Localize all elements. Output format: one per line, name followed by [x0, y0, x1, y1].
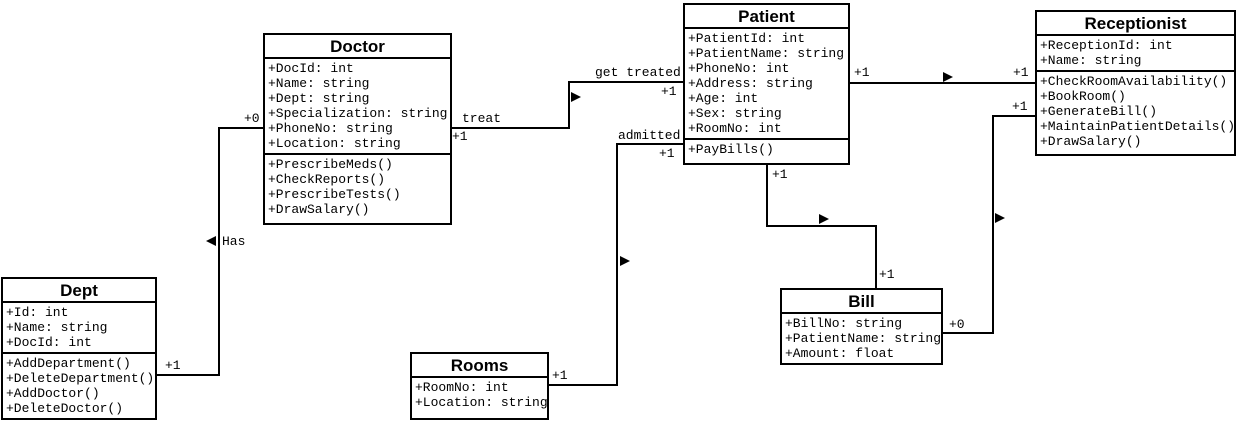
class-rooms[interactable]: Rooms +RoomNo: int +Location: string	[410, 352, 549, 420]
attribute-row: +ReceptionId: int	[1040, 38, 1173, 53]
attribute-row: +Location: string	[268, 136, 401, 151]
assoc-patient-bill-segment	[766, 225, 877, 227]
multiplicity-label: +1	[879, 267, 895, 282]
attribute-row: +Id: int	[6, 305, 69, 320]
assoc-patient-bill-segment	[766, 165, 768, 227]
method-row: +MaintainPatientDetails()	[1040, 119, 1236, 134]
method-row: +CheckRoomAvailability()	[1040, 74, 1228, 89]
class-title: Doctor	[330, 37, 385, 56]
attributes-compartment: +ReceptionId: int +Name: string	[1037, 34, 1234, 70]
association-name-label: Has	[222, 234, 246, 249]
method-row: +GenerateBill()	[1040, 104, 1158, 119]
assoc-doctor-patient-segment	[568, 81, 570, 129]
attributes-compartment: +DocId: int +Name: string +Dept: string …	[265, 57, 450, 153]
multiplicity-label: +1	[854, 65, 870, 80]
attributes-compartment: +PatientId: int +PatientName: string +Ph…	[685, 27, 848, 138]
assoc-dept-doctor-segment	[218, 127, 263, 129]
assoc-dept-doctor-segment	[157, 374, 220, 376]
attributes-compartment: +BillNo: string +PatientName: string +Am…	[782, 312, 941, 363]
multiplicity-label: +1	[452, 129, 468, 144]
multiplicity-label: +1	[661, 84, 677, 99]
attribute-row: +PatientId: int	[688, 31, 806, 46]
multiplicity-label: +0	[949, 317, 965, 332]
assoc-rooms-patient-segment	[616, 143, 683, 145]
method-row: +DeleteDepartment()	[6, 371, 155, 386]
class-patient[interactable]: Patient +PatientId: int +PatientName: st…	[683, 3, 850, 165]
method-row: +PayBills()	[688, 142, 774, 157]
attribute-row: +RoomNo: int	[688, 121, 782, 136]
class-dept[interactable]: Dept +Id: int +Name: string +DocId: int …	[1, 277, 157, 420]
class-title: Dept	[60, 281, 98, 300]
attribute-row: +Name: string	[1040, 53, 1142, 68]
class-title: Patient	[738, 7, 795, 26]
class-title: Rooms	[450, 356, 509, 375]
method-row: +AddDoctor()	[6, 386, 100, 401]
attribute-row: +PhoneNo: string	[268, 121, 393, 136]
attribute-row: +PatientName: string	[785, 331, 942, 346]
direction-arrow-icon	[571, 92, 581, 102]
attribute-row: +Location: string	[415, 395, 548, 410]
method-row: +DrawSalary()	[1040, 134, 1142, 149]
method-row: +AddDepartment()	[6, 356, 131, 371]
multiplicity-label: +1	[1013, 65, 1029, 80]
attribute-row: +Specialization: string	[268, 106, 448, 121]
direction-arrow-icon	[620, 256, 630, 266]
methods-compartment: +AddDepartment() +DeleteDepartment() +Ad…	[3, 352, 155, 418]
method-row: +PrescribeMeds()	[268, 157, 393, 172]
attribute-row: +BillNo: string	[785, 316, 903, 331]
direction-arrow-icon	[995, 213, 1005, 223]
direction-arrow-icon	[206, 236, 216, 246]
attribute-row: +Amount: float	[785, 346, 895, 361]
assoc-dept-doctor-segment	[218, 127, 220, 376]
assoc-bill-receptionist-segment	[992, 115, 1035, 117]
class-title: Receptionist	[1084, 14, 1187, 33]
assoc-patient-receptionist-segment	[850, 82, 1035, 84]
multiplicity-label: +1	[165, 358, 181, 373]
attribute-row: +Age: int	[688, 91, 759, 106]
multiplicity-label: +1	[659, 146, 675, 161]
method-row: +PrescribeTests()	[268, 187, 401, 202]
methods-compartment: +PayBills()	[685, 138, 848, 163]
attributes-compartment: +RoomNo: int +Location: string	[412, 376, 547, 418]
direction-arrow-icon	[819, 214, 829, 224]
assoc-patient-bill-segment	[875, 225, 877, 288]
multiplicity-label: +1	[552, 368, 568, 383]
association-role-label: admitted	[618, 128, 681, 143]
attribute-row: +PhoneNo: int	[688, 61, 790, 76]
association-role-label: treat	[462, 111, 502, 126]
method-row: +BookRoom()	[1040, 89, 1126, 104]
attribute-row: +Sex: string	[688, 106, 782, 121]
class-bill[interactable]: Bill +BillNo: string +PatientName: strin…	[780, 288, 943, 365]
assoc-doctor-patient-segment	[568, 81, 683, 83]
assoc-doctor-patient-segment	[452, 127, 570, 129]
direction-arrow-icon	[943, 72, 953, 82]
class-doctor[interactable]: Doctor +DocId: int +Name: string +Dept: …	[263, 33, 452, 225]
assoc-rooms-patient-segment	[616, 143, 618, 386]
assoc-bill-receptionist-segment	[992, 115, 994, 334]
attribute-row: +PatientName: string	[688, 46, 845, 61]
attribute-row: +Name: string	[6, 320, 108, 335]
multiplicity-label: +0	[244, 111, 260, 126]
attribute-row: +Name: string	[268, 76, 370, 91]
method-row: +CheckReports()	[268, 172, 386, 187]
attribute-row: +Dept: string	[268, 91, 370, 106]
association-role-label: get treated	[595, 65, 681, 80]
method-row: +DrawSalary()	[268, 202, 370, 217]
attribute-row: +RoomNo: int	[415, 380, 509, 395]
class-receptionist[interactable]: Receptionist +ReceptionId: int +Name: st…	[1035, 10, 1236, 156]
multiplicity-label: +1	[1012, 99, 1028, 114]
methods-compartment: +PrescribeMeds() +CheckReports() +Prescr…	[265, 153, 450, 223]
attribute-row: +Address: string	[688, 76, 813, 91]
attribute-row: +DocId: int	[6, 335, 92, 350]
attribute-row: +DocId: int	[268, 61, 354, 76]
assoc-rooms-patient-segment	[549, 384, 618, 386]
attributes-compartment: +Id: int +Name: string +DocId: int	[3, 301, 155, 352]
class-title: Bill	[848, 292, 875, 311]
method-row: +DeleteDoctor()	[6, 401, 124, 416]
assoc-bill-receptionist-segment	[943, 332, 994, 334]
methods-compartment: +CheckRoomAvailability() +BookRoom() +Ge…	[1037, 70, 1234, 154]
multiplicity-label: +1	[772, 167, 788, 182]
